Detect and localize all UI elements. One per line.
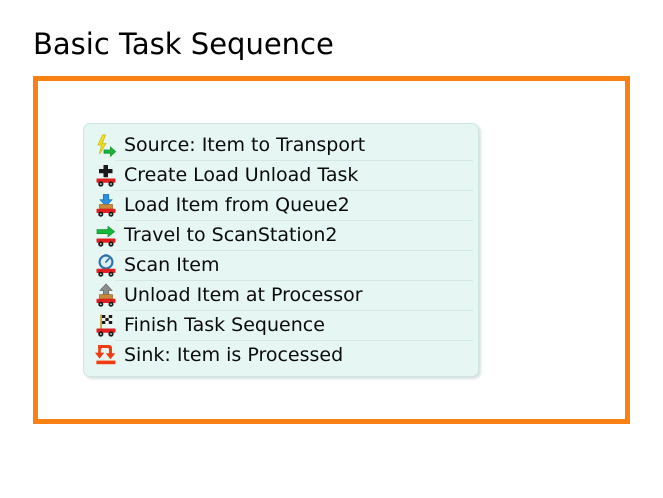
load-down-arrow-cart-icon <box>94 193 118 217</box>
task-row-label: Create Load Unload Task <box>124 164 359 186</box>
task-row-label: Sink: Item is Processed <box>124 344 344 366</box>
unload-up-arrow-cart-icon <box>94 283 118 307</box>
task-row-label: Unload Item at Processor <box>124 284 363 306</box>
create-task-plus-cart-icon <box>94 163 118 187</box>
travel-right-arrow-cart-icon <box>94 223 118 247</box>
content-frame: Source: Item to Transport Create Load Un… <box>33 76 630 424</box>
task-row[interactable]: Unload Item at Processor <box>84 280 478 310</box>
page-title: Basic Task Sequence <box>33 27 334 61</box>
task-sequence-panel: Source: Item to Transport Create Load Un… <box>83 123 479 377</box>
task-row[interactable]: Travel to ScanStation2 <box>84 220 478 250</box>
source-lightning-arrow-icon <box>94 133 118 157</box>
sink-down-arrow-bar-icon <box>94 343 118 367</box>
task-row-label: Finish Task Sequence <box>124 314 325 336</box>
task-row[interactable]: Scan Item <box>84 250 478 280</box>
task-row-label: Load Item from Queue2 <box>124 194 350 216</box>
task-row[interactable]: Finish Task Sequence <box>84 310 478 340</box>
task-row[interactable]: Create Load Unload Task <box>84 160 478 190</box>
task-row[interactable]: Source: Item to Transport <box>84 130 478 160</box>
task-row[interactable]: Load Item from Queue2 <box>84 190 478 220</box>
scan-gauge-cart-icon <box>94 253 118 277</box>
task-row-label: Scan Item <box>124 254 220 276</box>
task-row-label: Source: Item to Transport <box>124 134 366 156</box>
finish-checkered-flag-cart-icon <box>94 313 118 337</box>
task-row-label: Travel to ScanStation2 <box>124 224 338 246</box>
task-row[interactable]: Sink: Item is Processed <box>84 340 478 370</box>
